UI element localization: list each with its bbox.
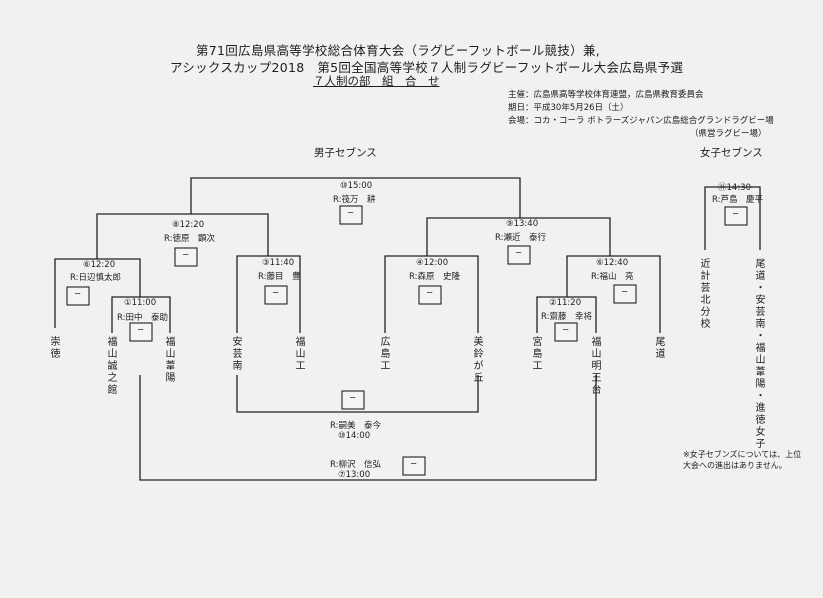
qf2-time: ③11:40 (262, 258, 295, 268)
score-r1b: − (562, 325, 570, 335)
score-qf1: − (74, 289, 82, 299)
score-girls: − (732, 209, 740, 219)
qf1-referee: R:日辺慎太郎 (70, 273, 122, 283)
team-hiroshima-ko: 広島工 (378, 336, 389, 372)
sf1-time: ⑧12:20 (172, 220, 205, 230)
team-fukuyama-ko: 福山工 (293, 336, 304, 372)
team-fukuyama-iyo: 福山葦陽 (163, 336, 174, 384)
team-sotoku: 崇徳 (48, 336, 59, 360)
score-qf3: − (426, 288, 434, 298)
girls-team-1: 近計芸北分校 (698, 258, 709, 330)
final-referee: R:筏万 耕 (333, 195, 376, 205)
girls-section-heading: 女子セブンス (700, 147, 763, 159)
girls-final-referee: R:芦島 慶平 (712, 195, 764, 205)
r1b-time: ②11:20 (549, 298, 582, 308)
boys-section-heading: 男子セブンス (314, 147, 377, 159)
score-final: − (347, 208, 355, 218)
girls-note: ※女子セブンズについては、上位大会への進出はありません。 (683, 450, 802, 470)
third-place-referee: R:嗣美 泰今 (330, 421, 382, 431)
score-qf2: − (272, 288, 280, 298)
team-misuzugaoka: 美鈴が丘 (471, 336, 482, 384)
r1a-referee: R:田中 泰助 (117, 313, 169, 323)
team-fukuyama-meiodai: 福山明王台 (589, 336, 600, 396)
r1b-referee: R:齋藤 幸将 (541, 312, 593, 322)
team-fukuyama-seishikan: 福山誠之館 (105, 336, 116, 396)
final-time: ⑩15:00 (340, 181, 373, 191)
qf4-referee: R:福山 亮 (591, 272, 634, 282)
qf1-time: ⑥12:20 (83, 260, 116, 270)
sf2-referee: R:瀬近 泰行 (495, 233, 547, 243)
girls-team-2: 尾道・安芸南・福山葦陽・進徳女子 (753, 258, 764, 450)
score-sf1: − (182, 250, 190, 260)
sf1-referee: R:徳原 顕次 (164, 234, 216, 244)
third-place-time: ⑩14:00 (338, 431, 371, 441)
score-sf2: − (515, 248, 523, 258)
venue: 会場：コカ・コーラ ボトラーズジャパン広島総合グランドラグビー場 (508, 116, 774, 126)
team-aki-minami: 安芸南 (230, 336, 241, 372)
event-date: 期日：平成30年5月26日（土） (508, 103, 629, 113)
consolation-time: ⑦13:00 (338, 470, 371, 480)
r1a-time: ①11:00 (124, 298, 157, 308)
sf2-time: ⑨13:40 (506, 219, 539, 229)
score-cons: − (410, 459, 418, 469)
team-miyajima-ko: 宮島工 (530, 336, 541, 372)
girls-final-time: ⑪14:30 (718, 183, 751, 193)
consolation-referee: R:柳沢 信弘 (330, 460, 382, 470)
title-line1: 第71回広島県高等学校総合体育大会（ラグビーフットボール競技）兼, (196, 43, 601, 58)
title-line3: ７人制の部 組 合 せ (313, 74, 440, 88)
organizer: 主催：広島県高等学校体育連盟，広島県教育委員会 (508, 90, 704, 100)
venue-note: （県営ラグビー場） (690, 129, 767, 139)
score-qf4: − (621, 287, 629, 297)
qf3-time: ④12:00 (416, 258, 449, 268)
title-line2: アシックスカップ2018 第5回全国高等学校７人制ラグビーフットボール大会広島県… (170, 60, 684, 75)
team-onomichi: 尾道 (653, 336, 664, 360)
score-3rd: − (349, 393, 357, 403)
qf3-referee: R:森原 史隆 (409, 272, 461, 282)
score-r1a: − (137, 325, 145, 335)
qf2-referee: R:藤目 豊 (258, 272, 301, 282)
qf4-time: ⑥12:40 (596, 258, 629, 268)
